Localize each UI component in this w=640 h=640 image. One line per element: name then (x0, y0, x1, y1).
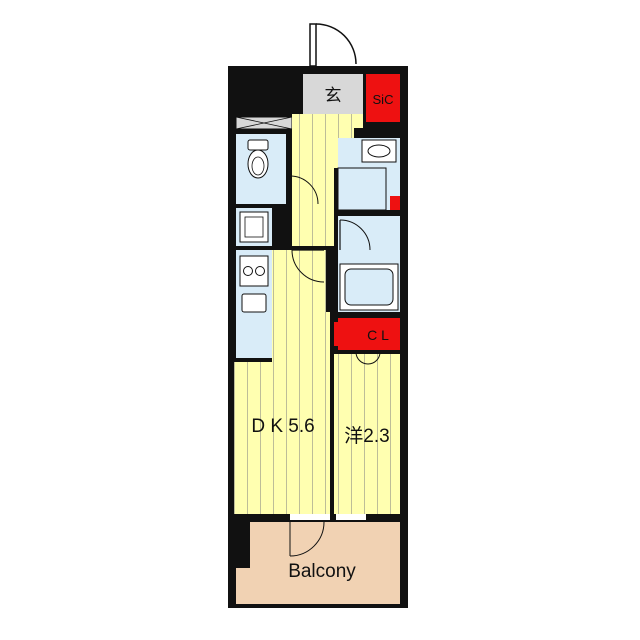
balcony-pillar (228, 520, 250, 568)
closet (338, 318, 400, 350)
toilet-door (289, 175, 319, 205)
balcony-label: Balcony (288, 561, 356, 582)
small-red-storage (390, 196, 400, 210)
western-label: 洋2.3 (344, 425, 389, 447)
entrance-floor (303, 74, 363, 114)
closet-side (334, 322, 348, 346)
balcony-floor (236, 522, 400, 604)
balcony-door-swing (289, 521, 325, 557)
kitchen-sink-icon (241, 293, 267, 313)
bathtub-icon (339, 263, 399, 311)
washer-pan-icon (239, 211, 269, 243)
stove-icon (239, 255, 269, 287)
closet-doors (355, 351, 381, 365)
dk-door (291, 249, 325, 283)
toilet-icon (247, 139, 269, 179)
balcony-door-dk (290, 514, 330, 522)
sink-icon (361, 139, 397, 163)
dk-room (234, 250, 330, 514)
entrance-label: 玄 (325, 86, 342, 105)
bathroom-door (339, 219, 371, 251)
entrance-door (309, 23, 357, 67)
dk-label: D K 5.6 (251, 416, 314, 437)
washer-space (337, 167, 387, 211)
balcony-door-western (336, 514, 366, 522)
closet-label: C L (367, 327, 389, 343)
sic-label: SiC (373, 92, 394, 107)
western-room (334, 354, 400, 514)
sic-storage (366, 74, 400, 122)
